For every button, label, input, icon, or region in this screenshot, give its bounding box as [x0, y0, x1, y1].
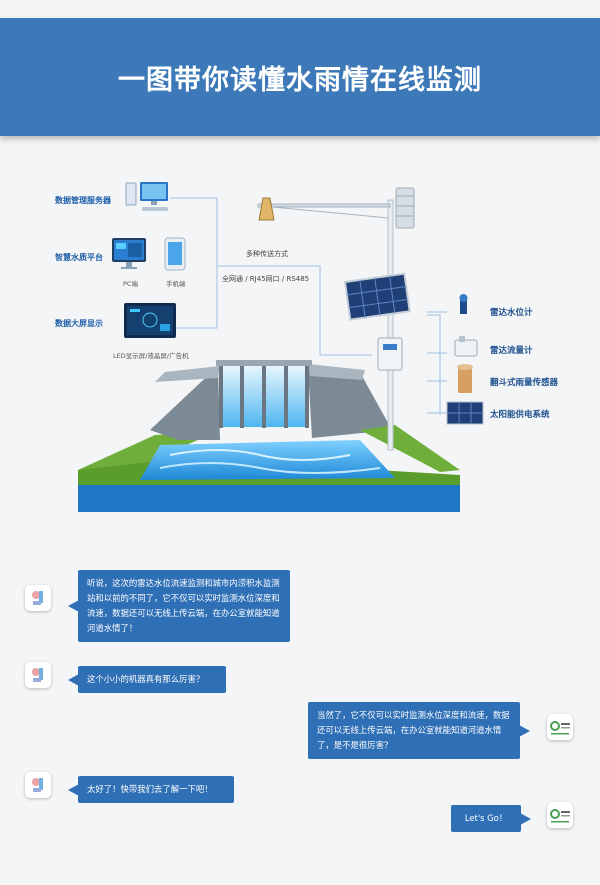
diagram-graphics	[78, 182, 484, 512]
chat-message-5: Let's Go！	[451, 805, 531, 832]
caption-led-screen: LED显示屏/液晶屏/广告机	[113, 352, 189, 360]
label-rain-gauge: 翻斗式雨量传感器	[490, 378, 559, 388]
rain-gauge-icon	[457, 364, 473, 393]
transmission-title: 多种传送方式	[246, 250, 288, 258]
monitoring-pole	[257, 187, 415, 451]
radar-level-meter-icon	[459, 294, 468, 314]
chat-message-2: 这个小小的机器真有那么厉害？	[68, 666, 226, 693]
company-logo-icon	[550, 809, 570, 823]
chat-message-1: 听说，这次的雷达水位流速监测和城市内涝积水监测站和以前的不同了，它不仅可以实时监…	[68, 570, 290, 642]
phone-icon	[164, 237, 186, 271]
user-avatar-icon	[32, 591, 43, 605]
avatar-company	[547, 714, 573, 740]
server-icon	[125, 182, 168, 211]
caption-pc: PC端	[123, 280, 138, 288]
label-solar-power: 太阳能供电系统	[490, 410, 550, 420]
company-logo-icon	[550, 721, 570, 735]
avatar-user	[25, 585, 51, 611]
radar-flow-meter-icon	[454, 336, 478, 357]
label-water-platform: 智慧水质平台	[55, 253, 103, 262]
page-title: 一图带你读懂水雨情在线监测	[118, 64, 482, 96]
caption-mobile: 手机端	[166, 280, 186, 288]
pc-icon	[112, 238, 146, 269]
label-radar-flow: 雷达流量计	[490, 346, 533, 356]
dam-illustration	[78, 360, 460, 512]
connector-lines	[160, 197, 447, 415]
avatar-user	[25, 772, 51, 798]
solar-panel-icon	[446, 401, 484, 425]
title-banner: 一图带你读懂水雨情在线监测	[0, 18, 600, 136]
chat-area: 听说，这次的雷达水位流速监测和城市内涝积水监测站和以前的不同了，它不仅可以实时监…	[0, 540, 600, 885]
avatar-user	[25, 662, 51, 688]
chat-message-4: 太好了！快带我们去了解一下吧！	[68, 776, 234, 803]
big-screen-icon	[124, 303, 176, 338]
label-radar-level: 雷达水位计	[490, 308, 533, 318]
monitoring-diagram: 数据管理服务器 智慧水质平台 PC端 手机端 数据大屏显示 LED显示屏/液晶屏…	[0, 140, 600, 540]
user-avatar-icon	[32, 778, 43, 792]
chat-message-3: 当然了，它不仅可以实时监测水位深度和流速，数据还可以无线上传云端，在办公室就能知…	[308, 702, 530, 759]
label-big-screen: 数据大屏显示	[55, 319, 103, 328]
avatar-company	[547, 802, 573, 828]
transmission-methods: 全网通 / RJ45网口 / RS485	[222, 275, 310, 283]
user-avatar-icon	[32, 668, 43, 682]
label-data-server: 数据管理服务器	[55, 196, 111, 205]
